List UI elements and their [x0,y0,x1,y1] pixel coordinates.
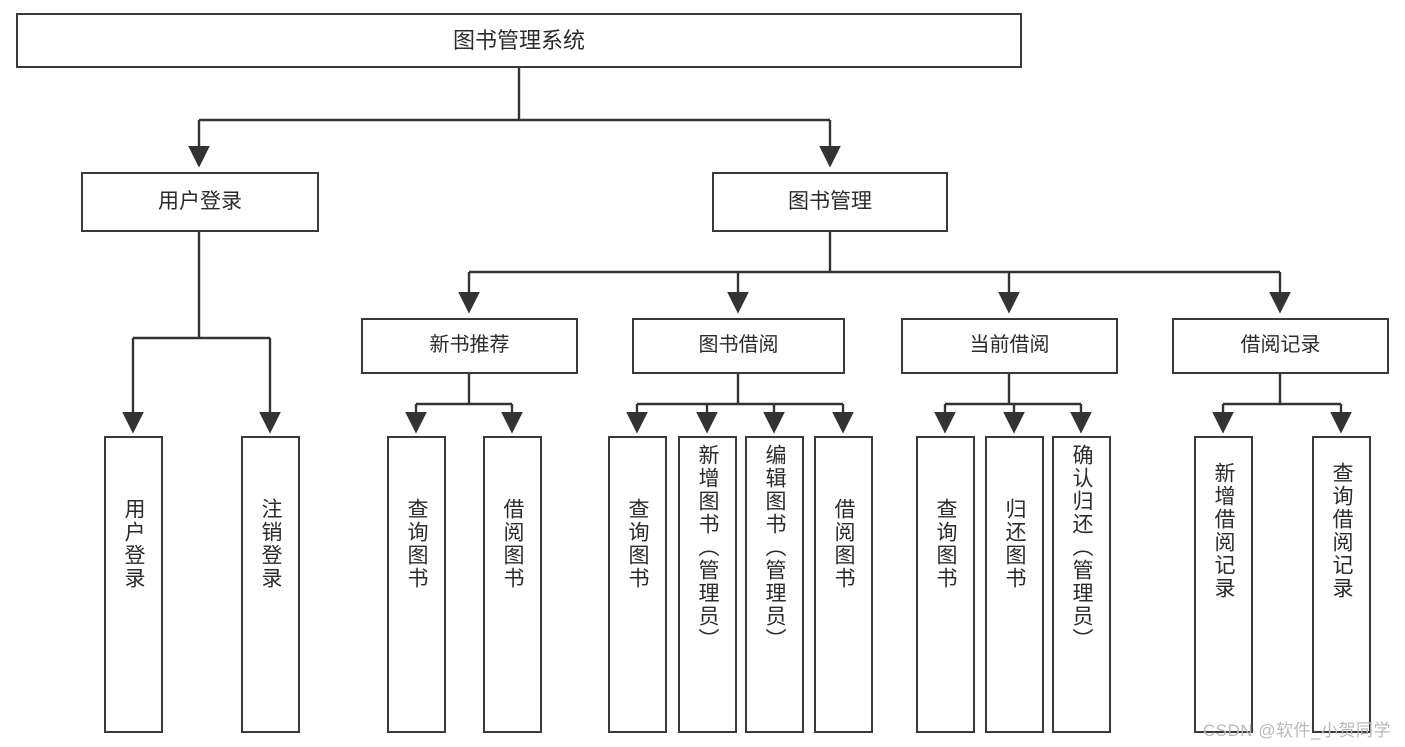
leaf-user-login-login[interactable]: 用户登录 [104,436,163,733]
node-new-book-recommend-label: 新书推荐 [429,334,510,357]
leaf-borrow-query-book[interactable]: 查询图书 [608,436,667,733]
leaf-new-book-query[interactable]: 查询图书 [387,436,446,733]
leaf-borrow-edit-book[interactable]: 编辑图书（管理员） [745,436,804,733]
node-new-book-recommend[interactable]: 新书推荐 [361,318,578,374]
leaf-label: 注销登录 [259,498,282,590]
leaf-record-add[interactable]: 新增借阅记录 [1194,436,1253,733]
node-book-borrow[interactable]: 图书借阅 [632,318,845,374]
leaf-user-login-logout[interactable]: 注销登录 [241,436,300,733]
node-book-manage[interactable]: 图书管理 [712,172,948,232]
leaf-label: 编辑图书（管理员） [763,444,786,651]
node-root[interactable]: 图书管理系统 [16,13,1022,68]
leaf-record-query[interactable]: 查询借阅记录 [1312,436,1371,733]
watermark: CSDN @软件_小贺同学 [1202,721,1391,740]
node-book-manage-label: 图书管理 [788,189,872,213]
leaf-borrow-add-book[interactable]: 新增图书（管理员） [678,436,737,733]
leaf-label: 确认归还（管理员） [1070,444,1093,651]
node-root-label: 图书管理系统 [452,27,585,53]
leaf-label: 借阅图书 [832,498,855,590]
leaf-current-return-book[interactable]: 归还图书 [985,436,1044,733]
node-borrow-record-label: 借阅记录 [1240,334,1321,357]
leaf-label: 新增借阅记录 [1212,462,1235,600]
node-borrow-record[interactable]: 借阅记录 [1172,318,1389,374]
leaf-borrow-borrow-book[interactable]: 借阅图书 [814,436,873,733]
node-current-borrow-label: 当前借阅 [969,334,1050,357]
leaf-label: 查询图书 [934,498,957,590]
leaf-current-confirm-return[interactable]: 确认归还（管理员） [1052,436,1111,733]
leaf-label: 用户登录 [122,498,145,590]
leaf-label: 查询图书 [626,498,649,590]
node-current-borrow[interactable]: 当前借阅 [901,318,1118,374]
node-book-borrow-label: 图书借阅 [698,334,779,357]
leaf-label: 查询图书 [405,498,428,590]
leaf-label: 查询借阅记录 [1330,462,1353,600]
leaf-label: 新增图书（管理员） [696,444,719,651]
leaf-label: 归还图书 [1003,498,1026,590]
leaf-new-book-borrow[interactable]: 借阅图书 [483,436,542,733]
node-user-login-label: 用户登录 [158,189,242,213]
node-user-login[interactable]: 用户登录 [81,172,319,232]
leaf-current-query-book[interactable]: 查询图书 [916,436,975,733]
leaf-label: 借阅图书 [501,498,524,590]
